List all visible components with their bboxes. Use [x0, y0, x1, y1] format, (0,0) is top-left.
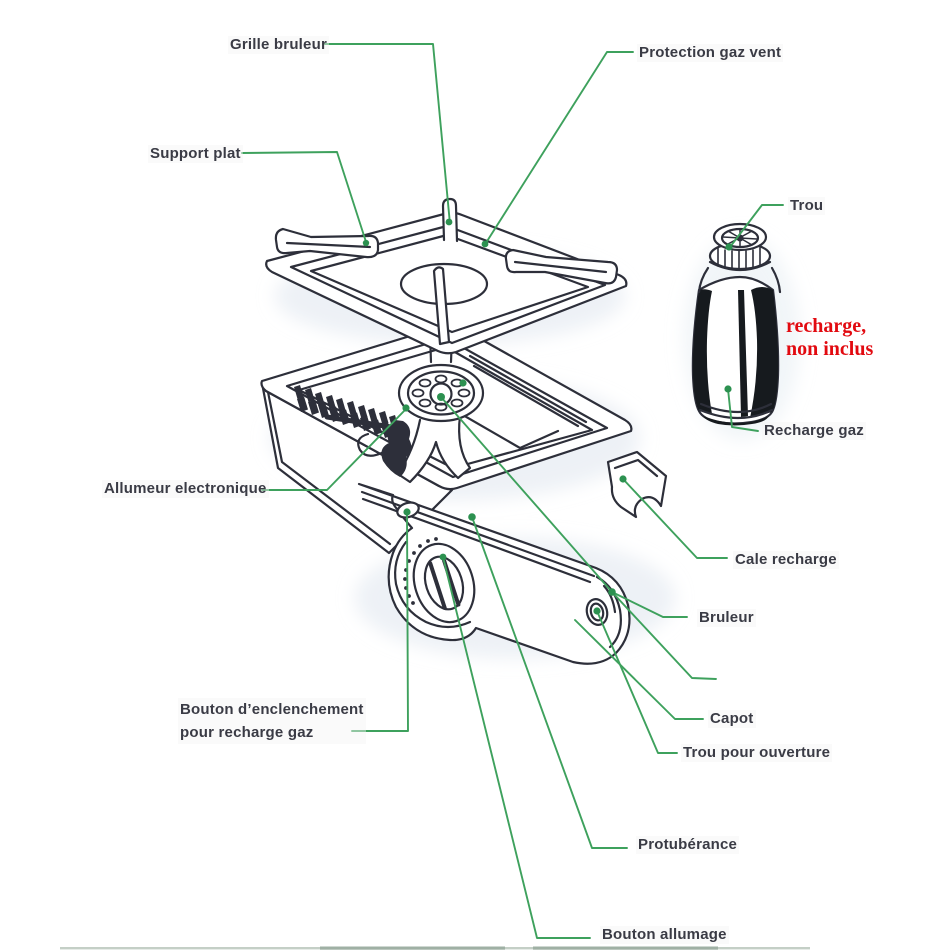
label-protuberance: Protubérance — [636, 836, 740, 854]
bouton-enclenchement-line2: pour recharge gaz — [180, 724, 314, 741]
leader-bruleur-long — [440, 396, 717, 680]
label-grille-bruleur: Grille bruleur — [228, 36, 329, 54]
igniter-part — [381, 420, 412, 477]
leader-bouton-enclenchement — [351, 512, 409, 732]
label-allumeur-electronique: Allumeur electronique — [102, 480, 269, 498]
recharge-note-line2: non inclus — [786, 338, 874, 360]
label-trou: Trou — [788, 197, 826, 215]
leader-trou — [729, 204, 784, 248]
leader-bruleur — [611, 591, 688, 618]
top-plate-drawing — [265, 197, 628, 355]
leader-bouton-allumage — [442, 556, 591, 939]
leader-protection-gaz-vent — [483, 51, 634, 247]
label-support-plat: Support plat — [148, 145, 243, 163]
support-arm-left — [274, 227, 380, 259]
label-capot: Capot — [708, 710, 756, 728]
gas-cartridge-drawing — [691, 222, 782, 426]
leader-lines — [241, 43, 784, 939]
label-cale-recharge: Cale recharge — [733, 551, 839, 569]
label-trou-pour-ouverture: Trou pour ouverture — [681, 744, 833, 762]
label-recharge-non-inclus: recharge, non inclus — [786, 315, 873, 361]
leader-dots — [362, 218, 733, 615]
recharge-note-line1: recharge, — [786, 315, 867, 337]
leader-support-plat — [241, 151, 368, 246]
control-dial — [412, 542, 476, 624]
leader-cale-recharge — [622, 478, 728, 559]
stove-body-drawing — [260, 323, 668, 555]
leader-protuberance — [471, 516, 628, 849]
label-bouton-allumage: Bouton allumage — [600, 926, 729, 944]
leader-capot — [574, 619, 704, 720]
bouton-enclenchement-line1: Bouton d’enclenchement — [180, 701, 364, 718]
center-pin — [432, 266, 451, 346]
cover-drawing — [357, 482, 631, 665]
leader-allumeur — [261, 408, 407, 491]
label-bruleur: Bruleur — [697, 609, 756, 627]
label-bouton-enclenchement: Bouton d’enclenchement pour recharge gaz — [178, 698, 366, 744]
cale-recharge-part — [606, 450, 668, 519]
label-recharge-gaz: Recharge gaz — [762, 422, 866, 440]
leader-trou-ouverture — [596, 610, 678, 754]
bottom-scan-strip — [60, 946, 810, 950]
leader-recharge-gaz — [727, 388, 759, 432]
leader-grille-bruleur — [324, 43, 451, 225]
label-protection-gaz-vent: Protection gaz vent — [637, 44, 784, 62]
